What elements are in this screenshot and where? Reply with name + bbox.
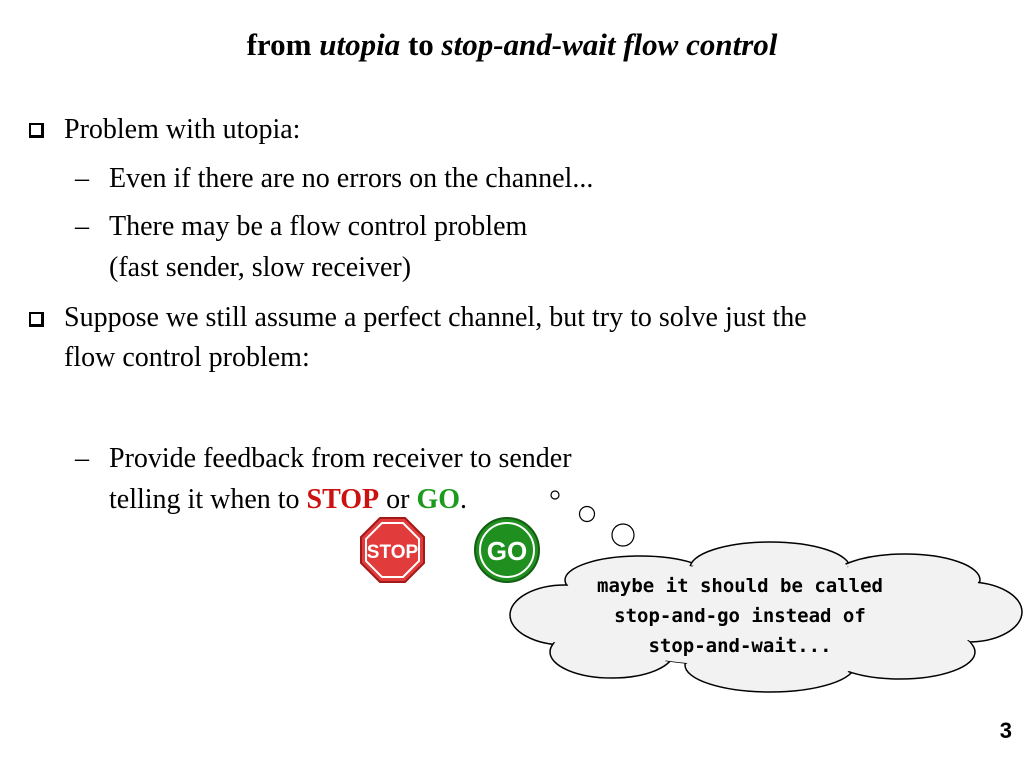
sub-bullet-flow-control-problem: There may be a flow control problem xyxy=(109,211,528,242)
go-sign-icon: GO xyxy=(474,517,540,583)
go-sign-label: GO xyxy=(487,536,527,566)
thought-dot-small xyxy=(550,490,560,500)
bullet-suppose-line2: flow control problem: xyxy=(64,342,310,373)
dash-marker: – xyxy=(75,211,89,242)
bullet-square-icon xyxy=(29,123,44,138)
stop-sign-icon: STOP xyxy=(360,517,425,583)
or-text: or xyxy=(379,484,417,515)
thought-line-2: stop-and-go instead of xyxy=(614,605,866,627)
thought-dot-large xyxy=(611,523,635,547)
dash-marker: – xyxy=(75,163,89,194)
stop-sign-label: STOP xyxy=(367,542,419,563)
thought-dot-medium xyxy=(578,505,596,523)
bullet-square-icon xyxy=(29,312,44,327)
slide-title: from utopia to stop-and-wait flow contro… xyxy=(0,26,1024,63)
title-part-stop-and-wait: stop-and-wait flow control xyxy=(441,27,778,62)
thought-line-3: stop-and-wait... xyxy=(648,635,832,657)
dash-marker: – xyxy=(75,443,89,474)
thought-line-1: maybe it should be called xyxy=(597,575,883,597)
stop-word: STOP xyxy=(306,484,380,515)
thought-bubble-text: maybe it should be called stop-and-go in… xyxy=(560,571,920,661)
title-part-utopia: utopia xyxy=(319,27,401,62)
sub-bullet-fast-sender: (fast sender, slow receiver) xyxy=(109,252,412,283)
sub-bullet-no-errors: Even if there are no errors on the chann… xyxy=(109,163,594,194)
period-text: . xyxy=(460,484,468,515)
bullet-suppose-line1: Suppose we still assume a perfect channe… xyxy=(64,302,807,333)
sub-bullet-stop-or-go: telling it when to STOP or GO. xyxy=(109,483,467,517)
title-part-from: from xyxy=(246,27,320,62)
sub-bullet-provide-feedback: Provide feedback from receiver to sender xyxy=(109,443,572,474)
title-part-to: to xyxy=(400,27,442,62)
go-word: GO xyxy=(416,484,461,515)
bullet-problem-with-utopia: Problem with utopia: xyxy=(64,114,301,145)
page-number: 3 xyxy=(999,718,1012,743)
telling-text: telling it when to xyxy=(109,484,307,515)
